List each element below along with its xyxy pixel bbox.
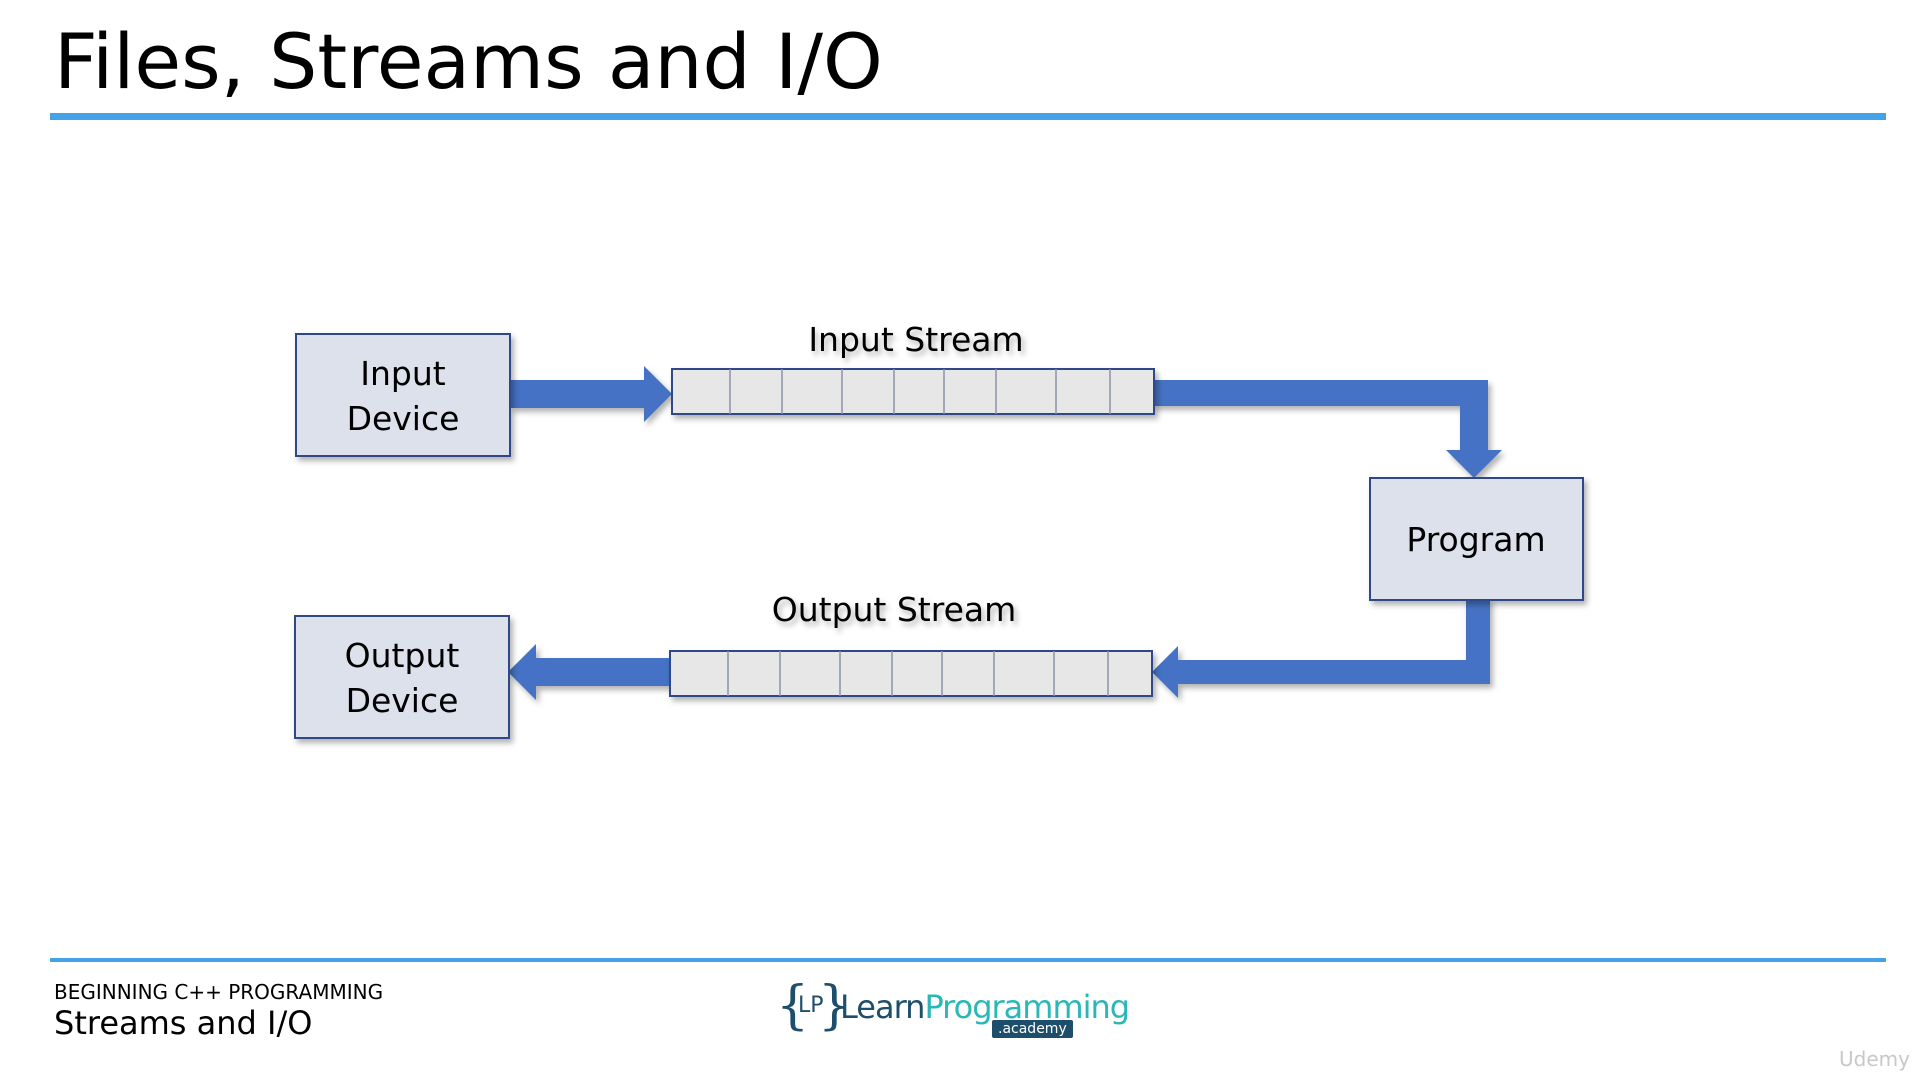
logo-academy-badge: .academy: [992, 1020, 1073, 1038]
footer-divider: [50, 958, 1886, 962]
input-device-label-line2: Device: [347, 399, 460, 438]
logo-wordmark: LearnProgramming: [840, 988, 1130, 1026]
udemy-watermark: Udemy: [1839, 1047, 1910, 1071]
slide-title: Files, Streams and I/O: [54, 17, 883, 106]
logo-brace-open: {: [776, 976, 810, 1036]
program-label: Program: [1406, 520, 1545, 559]
input-stream-border: [671, 368, 1155, 415]
input-device-label-line1: Input: [360, 354, 446, 393]
logo-word-learn: Learn: [840, 988, 925, 1026]
title-divider: [50, 113, 1886, 120]
output-device-box: [294, 615, 510, 739]
input-device-box: [295, 333, 511, 457]
section-name: Streams and I/O: [54, 1004, 313, 1042]
logo-brace-close: }: [818, 976, 852, 1036]
output-stream-buffer: [669, 650, 1153, 697]
output-stream-border: [669, 650, 1153, 697]
input-stream-buffer: [671, 368, 1155, 415]
input-arrow: [510, 366, 672, 422]
program-to-output-arrow: [1152, 598, 1490, 698]
input-stream-label: Input Stream: [808, 320, 1023, 359]
course-name: BEGINNING C++ PROGRAMMING: [54, 980, 384, 1004]
logo-initials: LP: [798, 993, 824, 1018]
output-stream-cells: [727, 651, 1109, 696]
output-stream-label: Output Stream: [772, 590, 1017, 629]
input-stream-cells: [729, 369, 1111, 414]
logo-word-programming: Programming: [924, 988, 1130, 1026]
output-device-label-line2: Device: [346, 681, 459, 720]
output-arrow: [508, 644, 670, 700]
program-box: [1369, 477, 1584, 601]
output-device-label-line1: Output: [345, 636, 460, 675]
input-to-program-arrow: [1152, 380, 1502, 478]
learnprogramming-logo: { LP } LearnProgramming .academy: [776, 976, 1130, 1040]
